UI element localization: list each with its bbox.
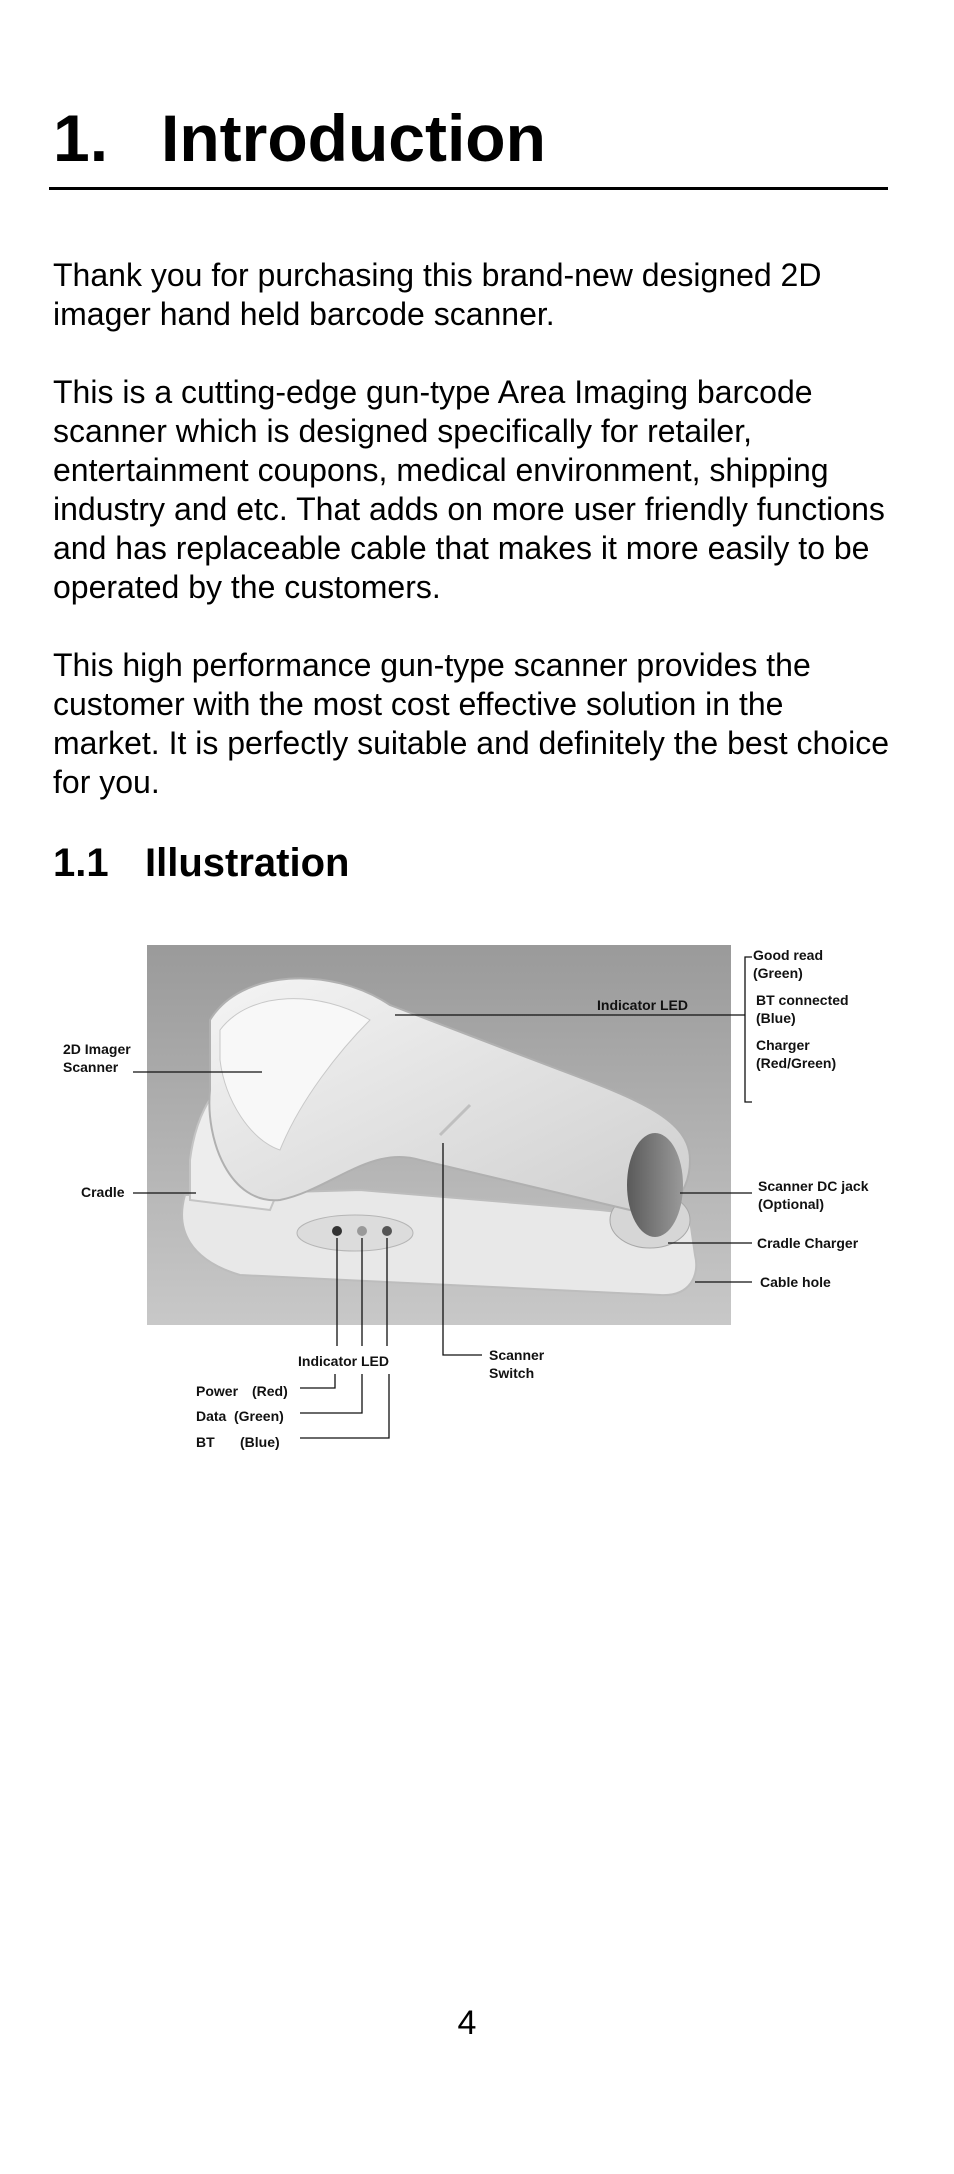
- paragraph-description: This is a cutting-edge gun-type Area Ima…: [53, 374, 885, 605]
- dc-jack-label-line1: Scanner DC jack: [758, 1178, 869, 1194]
- good-read-label: Good read: [753, 947, 823, 963]
- paragraph-performance: This high performance gun-type scanner p…: [53, 647, 889, 800]
- leader-lines: [133, 956, 752, 1439]
- paragraph-thanks: Thank you for purchasing this brand-new …: [53, 257, 822, 332]
- section-title: Illustration: [145, 841, 350, 885]
- good-read-color-label: (Green): [753, 965, 803, 981]
- scanner-switch-label-line2: Switch: [489, 1365, 534, 1381]
- scanner-end-cap: [627, 1133, 683, 1237]
- data-color-label: (Green): [234, 1408, 284, 1424]
- cable-hole-label: Cable hole: [760, 1274, 831, 1290]
- page-number: 4: [457, 2004, 477, 2042]
- dc-jack-label-line2: (Optional): [758, 1196, 824, 1212]
- data-label: Data: [196, 1408, 227, 1424]
- cradle-base: [181, 1188, 698, 1297]
- bt-connected-label: BT connected: [756, 992, 849, 1008]
- data-led-dot: [357, 1226, 367, 1236]
- scanner-trigger: [438, 1103, 472, 1137]
- power-label: Power: [196, 1383, 239, 1399]
- imager-label-line2: Scanner: [63, 1059, 119, 1075]
- scanner-illustration: Indicator LED Good read (Green) BT conne…: [0, 930, 954, 1470]
- bt-led-dot: [382, 1226, 392, 1236]
- section-heading: 1.1 Illustration: [53, 841, 349, 886]
- charger-color-label: (Red/Green): [756, 1055, 836, 1071]
- indicator-led-bottom-label: Indicator LED: [298, 1353, 389, 1369]
- charger-label: Charger: [756, 1037, 810, 1053]
- scanner-figure-svg: Indicator LED Good read (Green) BT conne…: [63, 945, 869, 1450]
- indicator-led-top-label: Indicator LED: [597, 997, 688, 1013]
- imager-label-line1: 2D Imager: [63, 1041, 131, 1057]
- chapter-number: 1.: [53, 101, 109, 175]
- power-color-label: (Red): [252, 1383, 288, 1399]
- bt-label: BT: [196, 1434, 215, 1450]
- scanner-switch-label-line1: Scanner: [489, 1347, 545, 1363]
- cradle-charger-label: Cradle Charger: [757, 1235, 859, 1251]
- bt-connected-color-label: (Blue): [756, 1010, 796, 1026]
- cradle-led-panel: [296, 1214, 414, 1252]
- chapter-heading: 1. Introduction: [53, 100, 546, 176]
- section-number: 1.1: [53, 841, 109, 885]
- heading-rule: [49, 187, 888, 190]
- cradle-label: Cradle: [81, 1184, 125, 1200]
- chapter-title: Introduction: [161, 101, 546, 175]
- scanner-head: [219, 998, 371, 1151]
- bt-color-label: (Blue): [240, 1434, 280, 1450]
- power-led-dot: [332, 1226, 342, 1236]
